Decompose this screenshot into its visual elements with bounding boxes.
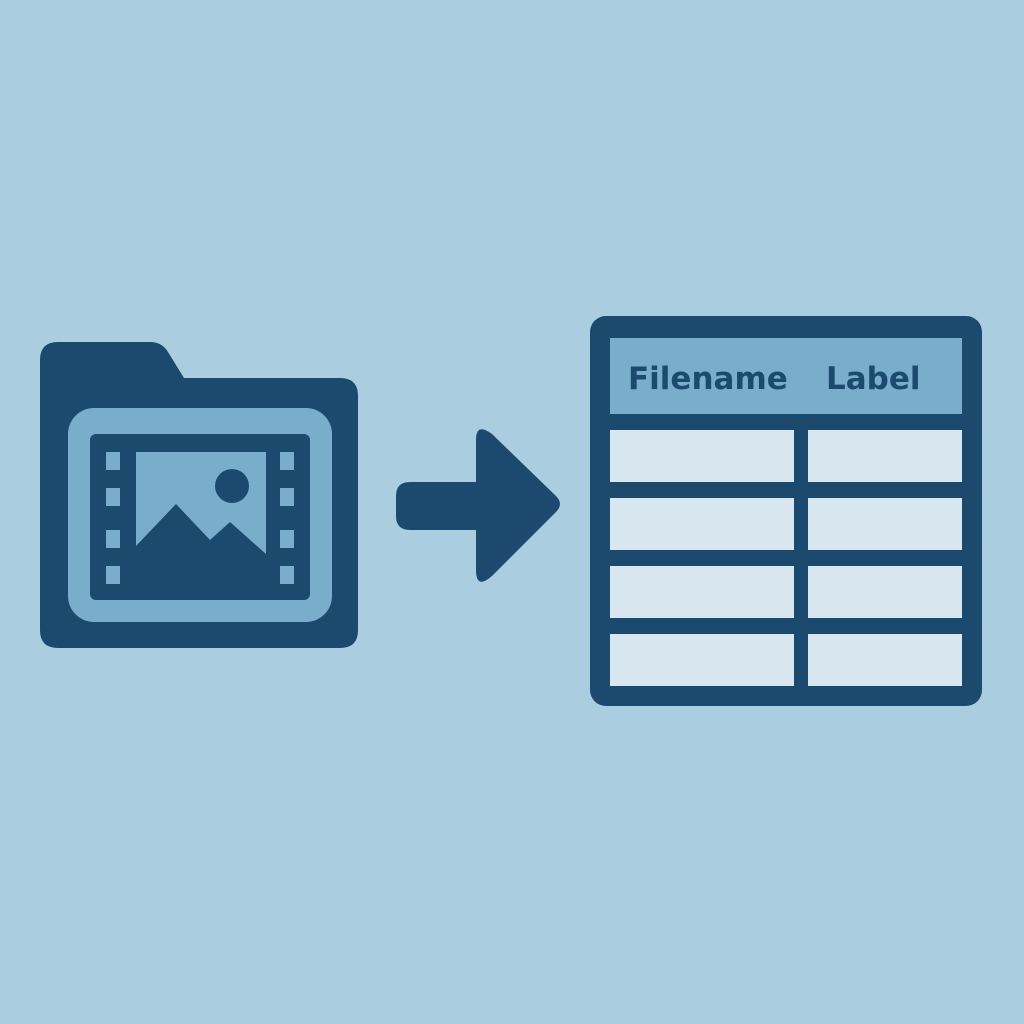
sprocket-hole bbox=[106, 566, 120, 584]
table-cell bbox=[808, 430, 962, 482]
sun bbox=[215, 469, 249, 503]
table-cell bbox=[808, 498, 962, 550]
table-header bbox=[610, 338, 962, 414]
table-cell bbox=[808, 566, 962, 618]
media-folder-icon bbox=[40, 342, 358, 648]
sprocket-hole bbox=[106, 488, 120, 506]
table-cell bbox=[808, 634, 962, 686]
sprocket-hole bbox=[106, 530, 120, 548]
image-icon bbox=[136, 452, 266, 554]
arrow-right-icon bbox=[396, 429, 560, 582]
header-label: Label bbox=[826, 361, 921, 397]
table-cell bbox=[610, 430, 794, 482]
table-cell bbox=[610, 634, 794, 686]
header-filename: Filename bbox=[628, 361, 788, 397]
sprocket-hole bbox=[280, 566, 294, 584]
sprocket-hole bbox=[106, 452, 120, 470]
table-cell bbox=[610, 566, 794, 618]
sprocket-hole bbox=[280, 530, 294, 548]
table-icon: Filename Label bbox=[590, 316, 982, 706]
sprocket-hole bbox=[280, 452, 294, 470]
table-cell bbox=[610, 498, 794, 550]
sprocket-hole bbox=[280, 488, 294, 506]
mountains bbox=[136, 504, 266, 554]
table-body bbox=[610, 430, 962, 686]
